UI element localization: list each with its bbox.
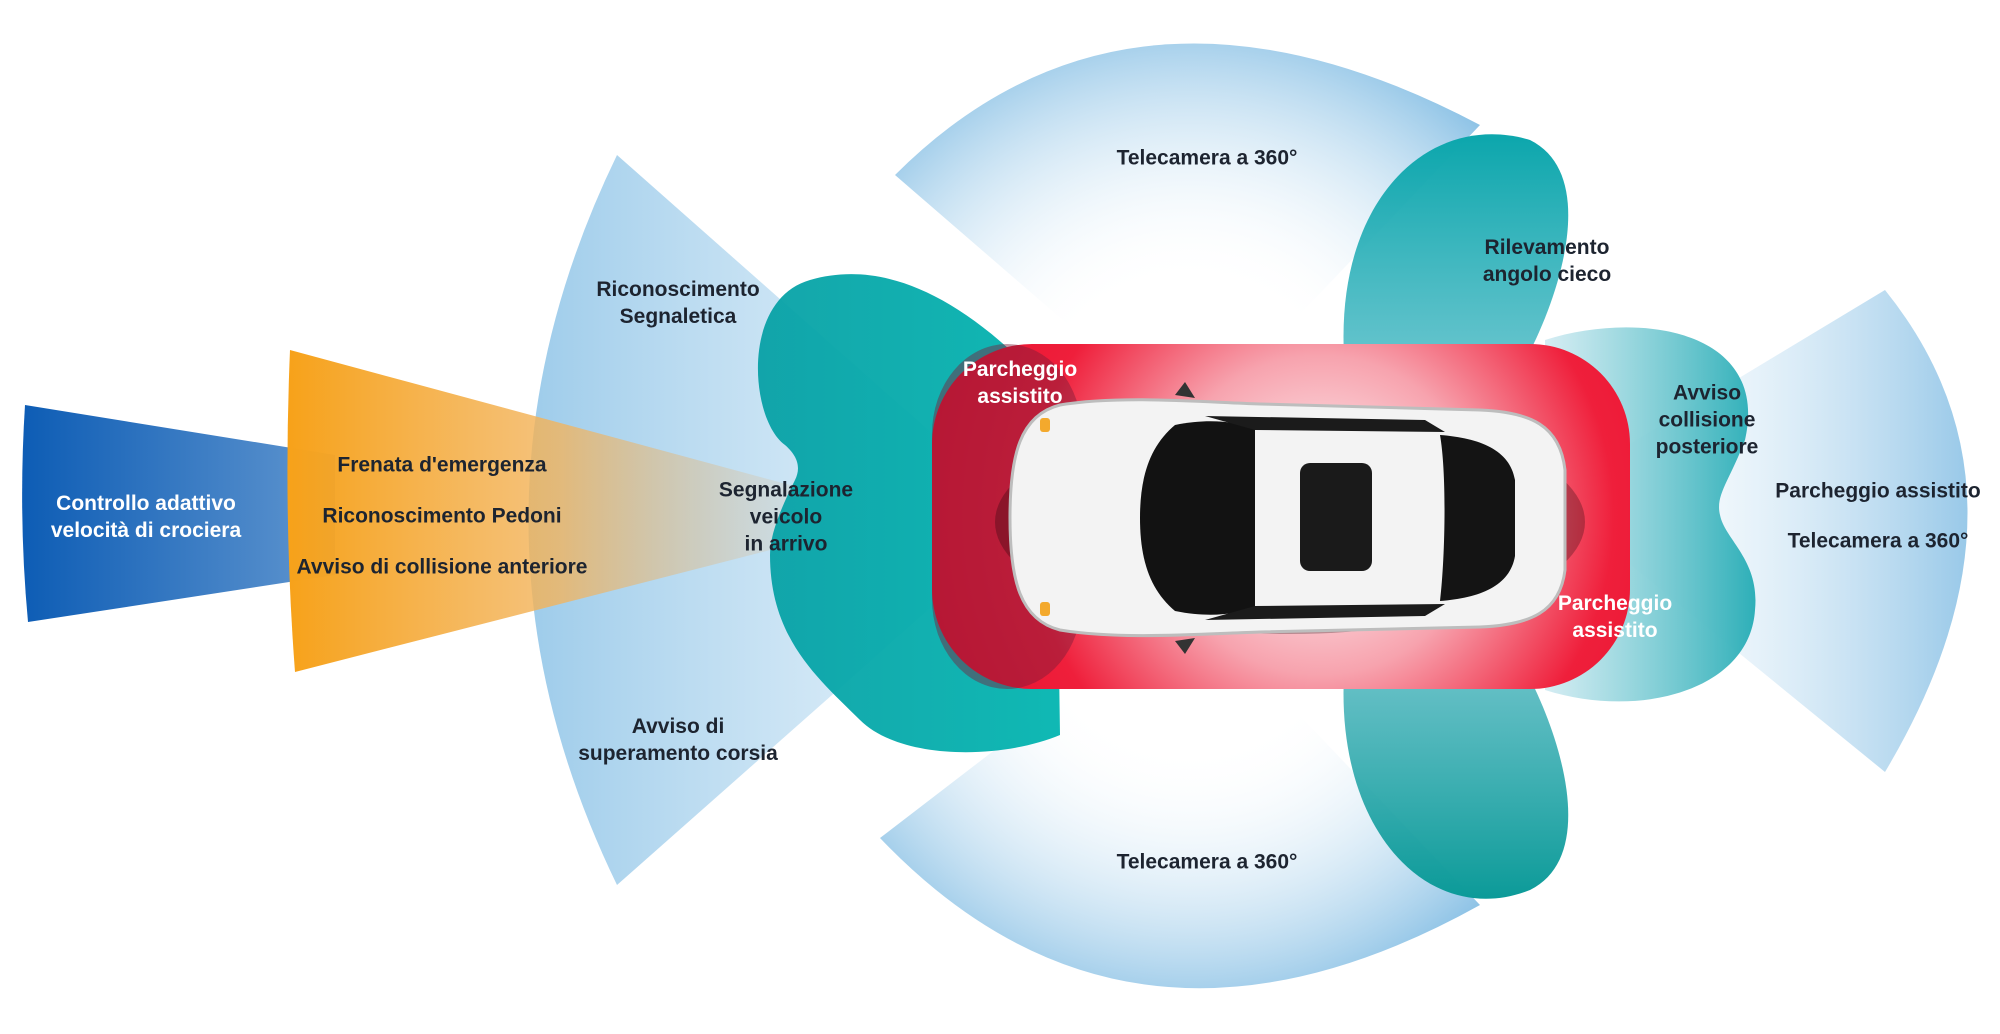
adaptive-cruise-line-2: velocità di crociera [50, 519, 242, 542]
rear-collision-warning-line-3: posteriore [1655, 435, 1759, 459]
car-windshield [1140, 421, 1255, 615]
camera-360-rear-label: Telecamera a 360° [1788, 528, 1969, 555]
pedestrian-recognition-line-1: Riconoscimento Pedoni [322, 504, 562, 528]
camera-360-top-label: Telecamera a 360° [1117, 145, 1298, 172]
car-body [1008, 398, 1567, 638]
park-assist-rear-wide-label: Parcheggio assistito [1775, 478, 1980, 505]
park-assist-rear-wide-line-1: Parcheggio assistito [1775, 479, 1981, 503]
rear-camera-sector [1545, 290, 1968, 772]
lane-departure-line-1: Avviso di [631, 715, 725, 738]
adaptive-cruise-line-1: Controllo adattivo [56, 492, 236, 515]
car-top-view [995, 382, 1585, 654]
camera-360-bottom-line-1: Telecamera a 360° [1116, 850, 1298, 874]
park-assist-rear-line-1: Parcheggio [1557, 592, 1673, 615]
emergency-braking-line-1: Frenata d'emergenza [337, 453, 547, 477]
adaptive-cruise-beam [22, 405, 336, 622]
camera-360-bottom-label: Telecamera a 360° [1117, 849, 1298, 876]
headlight-right [1040, 602, 1050, 616]
cross-traffic-front-line-1: Segnalazione [718, 478, 854, 502]
blind-spot-label: Rilevamento angolo cieco [1483, 234, 1611, 288]
park-assist-front-line-2: assistito [977, 385, 1063, 408]
cross-traffic-front-line-2: veicolo [749, 505, 823, 529]
camera-360-top-zone [895, 43, 1480, 430]
pedestrian-recognition-label: Riconoscimento Pedoni [322, 503, 561, 530]
sign-recognition-line-2: Segnaletica [619, 305, 737, 328]
camera-360-bottom-zone [880, 600, 1480, 989]
sign-recognition-label: Riconoscimento Segnaletica [596, 276, 759, 330]
headlight-left [1040, 418, 1050, 432]
blind-spot-line-2: angolo cieco [1482, 263, 1612, 286]
park-assist-front-label: Parcheggio assistito [963, 356, 1077, 410]
rear-collision-warning-label: Avviso collisione posteriore [1656, 380, 1759, 461]
blind-spot-lobe-bottom [1343, 660, 1569, 899]
right-mirror [1175, 638, 1195, 654]
camera-360-rear-line-1: Telecamera a 360° [1787, 529, 1969, 553]
left-mirror [1175, 382, 1195, 398]
park-assist-front-line-1: Parcheggio [962, 358, 1078, 381]
lane-departure-line-2: superamento corsia [578, 742, 778, 765]
car-side-window-top [1205, 416, 1445, 432]
rear-collision-warning-line-1: Avviso [1672, 381, 1742, 405]
adaptive-cruise-label: Controllo adattivo velocità di crociera [51, 490, 241, 544]
rear-collision-warning-line-2: collisione [1658, 408, 1756, 432]
car-side-window-bottom [1205, 604, 1445, 620]
car-sunroof [1300, 463, 1372, 571]
emergency-braking-label: Frenata d'emergenza [337, 452, 546, 479]
cross-traffic-front-line-3: in arrivo [744, 532, 828, 556]
blind-spot-line-1: Rilevamento [1484, 236, 1610, 259]
car-rear-window [1440, 435, 1515, 601]
park-assist-rear-label: Parcheggio assistito [1558, 590, 1672, 644]
park-assist-rear-line-2: assistito [1572, 619, 1658, 642]
sign-recognition-line-1: Riconoscimento [596, 278, 760, 301]
lane-departure-label: Avviso di superamento corsia [578, 713, 778, 767]
front-collision-warning-label: Avviso di collisione anteriore [297, 554, 588, 581]
front-radar-beam [287, 350, 790, 672]
cross-traffic-front-label: Segnalazione veicolo in arrivo [719, 477, 853, 558]
camera-360-top-line-1: Telecamera a 360° [1116, 146, 1298, 170]
front-collision-warning-line-1: Avviso di collisione anteriore [296, 555, 588, 579]
blind-spot-lobe-top [1343, 134, 1569, 370]
